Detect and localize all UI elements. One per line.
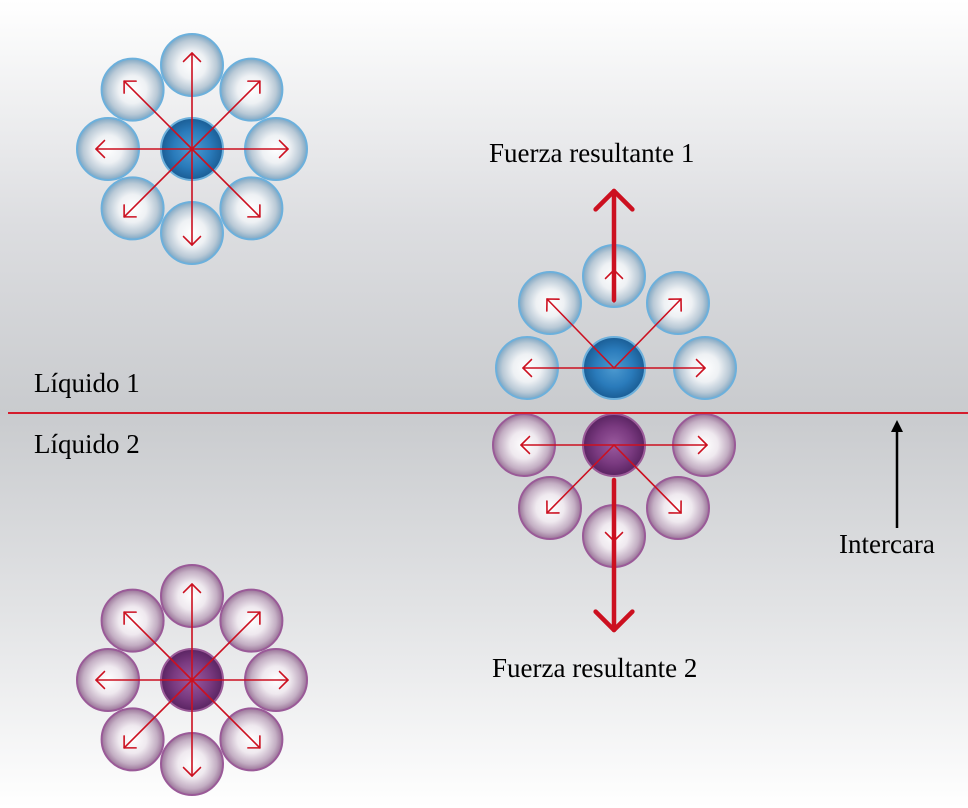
liquid-1-bulk-force-arrow: [182, 52, 202, 150]
interface-label: Intercara: [839, 529, 935, 559]
liquid-2-bulk-force-arrow: [191, 670, 289, 690]
force-arrows-layer: [95, 52, 708, 777]
liquid-2-bulk-force-arrow: [191, 679, 261, 749]
liquid-1-surface-force-arrow: [613, 358, 706, 378]
liquid-1-surface-force-arrow: [522, 358, 615, 378]
liquid-1-bulk-force-arrow: [123, 80, 193, 150]
liquid-1-bulk-force-arrow: [191, 80, 261, 150]
resultant-force-1-label: Fuerza resultante 1: [489, 138, 695, 168]
liquid-1-surface-force-arrow: [546, 298, 615, 369]
liquid-2-surface-force-arrow: [613, 435, 708, 455]
liquid-1-bulk-force-arrow: [191, 148, 261, 218]
resultant-force-1-arrow: [593, 188, 635, 303]
liquid-2-bulk-force-arrow: [182, 583, 202, 681]
liquid-1-bulk-force-arrow: [182, 148, 202, 246]
liquid-2-bulk-force-arrow: [123, 611, 193, 681]
liquid-1-bulk-force-arrow: [123, 148, 193, 218]
liquid-2-bulk-force-arrow: [182, 679, 202, 777]
liquid-2-surface-molecule: [646, 476, 710, 540]
resultant-force-2-label: Fuerza resultante 2: [492, 653, 698, 683]
liquid-1-label: Líquido 1: [34, 368, 140, 398]
liquid-2-surface-force-arrow: [546, 444, 615, 514]
resultant-force-2-arrow: [593, 477, 635, 633]
liquid-1-bulk-force-arrow: [191, 139, 289, 159]
liquid-2-surface-force-arrow: [613, 444, 682, 514]
liquid-2-bulk-force-arrow: [191, 611, 261, 681]
liquid-1-bulk-force-arrow: [95, 139, 193, 159]
liquid-2-bulk-force-arrow: [95, 670, 193, 690]
liquid-2-bulk-force-arrow: [123, 679, 193, 749]
liquid-1-surface-force-arrow: [613, 298, 682, 369]
interface-pointer-arrowhead: [891, 420, 903, 432]
liquid-2-surface-force-arrow: [520, 435, 615, 455]
liquid-2-surface-molecule: [518, 476, 582, 540]
liquid-2-label: Líquido 2: [34, 429, 140, 459]
